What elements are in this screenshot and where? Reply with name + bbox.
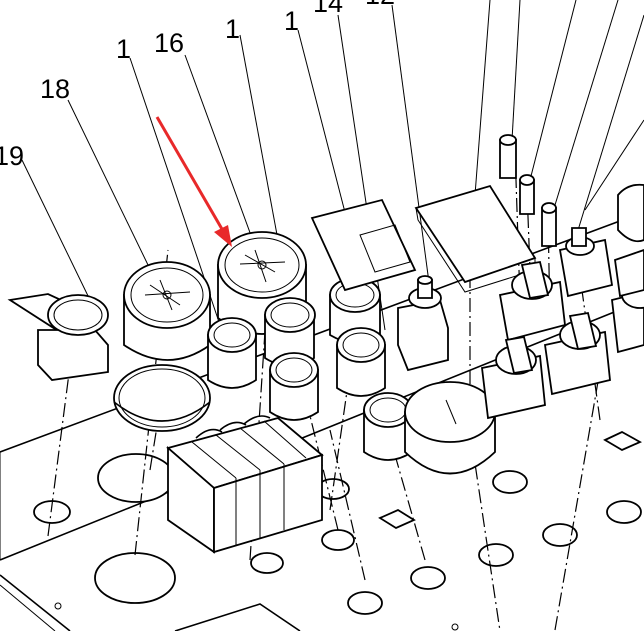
callout-18: 18 [40, 74, 70, 104]
indicator-lamp-3 [269, 352, 319, 421]
callout-1-left: 1 [116, 34, 131, 64]
callout-14: 14 [313, 0, 343, 18]
callout-12: 12 [365, 0, 395, 10]
callout-1-middle: 1 [225, 14, 240, 44]
callout-16: 16 [154, 28, 184, 58]
callout-labels: 19 18 1 16 1 1 14 12 [0, 0, 395, 171]
part-14-plate [310, 198, 417, 292]
callout-19: 19 [0, 141, 24, 171]
rocker-switch-block [166, 415, 324, 554]
pilot-pins [499, 134, 557, 247]
large-knob [404, 381, 496, 475]
part-12-toggle-switch [397, 275, 449, 372]
indicator-lamp-1 [207, 317, 257, 389]
indicator-lamp-6 [363, 392, 413, 461]
toggle-switch-right [558, 227, 614, 298]
part-18-gauge [123, 261, 211, 361]
rotary-switch-2 [481, 335, 546, 420]
rotary-switch-3 [543, 311, 611, 396]
indicator-lamp-5 [336, 327, 386, 397]
callout-1-right: 1 [284, 6, 299, 36]
red-highlight-arrow [155, 116, 232, 247]
right-edge-cylinders [614, 183, 644, 298]
rotary-switch-1 [498, 260, 566, 342]
base-panel-plate [0, 211, 644, 631]
gauge-lens-ring [113, 364, 211, 432]
part-19-bracket-lamp [7, 293, 109, 381]
